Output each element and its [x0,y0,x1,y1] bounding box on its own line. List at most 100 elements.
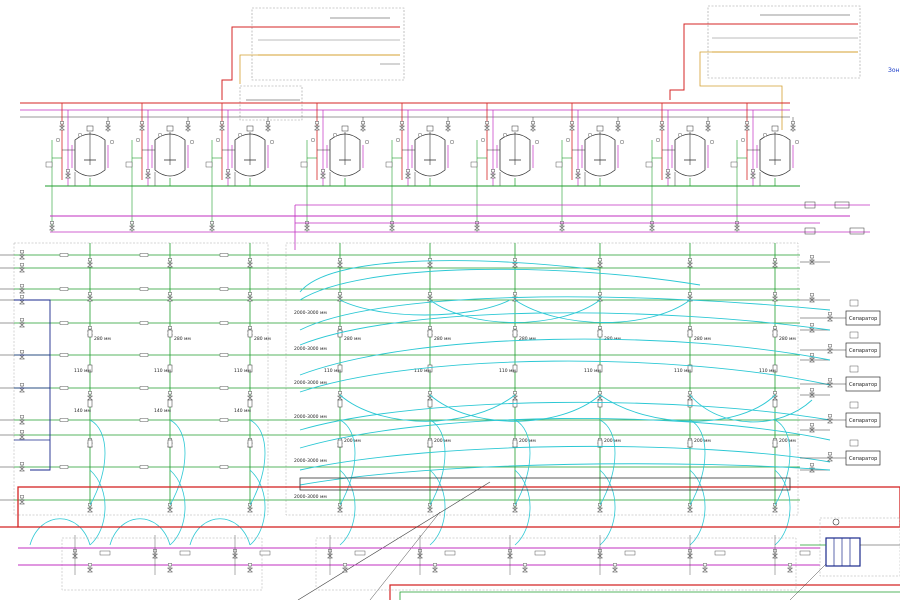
reactor-tank [45,103,114,232]
separator-valve-icon [826,312,834,322]
motor-icon [341,125,349,132]
flex-hose [339,394,516,422]
flex-hose [339,419,356,506]
sight-glass-icon [427,364,433,373]
valve-icon [404,169,412,179]
column-valve-icon [86,258,94,268]
flex-hose [299,260,601,293]
distribution-matrix: 280 мм 110 мм 140 мм 280 мм 110 мм 140 мм 280 … [0,243,830,513]
manifold-valve-icon [86,563,94,573]
diag-line-1 [297,481,491,601]
separator-unit: Сепаратор [800,299,881,326]
pipe-length-label: 280 мм [344,336,361,342]
sight-glass-icon [247,329,253,338]
valve-icon [614,121,622,131]
sight-glass-icon [687,399,693,408]
sight-glass-icon [597,399,603,408]
flex-hose [514,299,691,323]
separator-inlet [849,365,859,373]
pipe-length-label: 280 мм [694,336,711,342]
separator-valve-icon [826,344,834,354]
valve-icon [749,169,757,179]
valve-icon [218,121,226,131]
pump-icon [125,161,133,168]
gauge-icon [365,139,370,144]
reactor-tank [125,103,194,232]
inlet-valve-icon [18,318,26,328]
pipe-length-label: 280 мм [174,336,191,342]
pump-icon [645,161,653,168]
inlet-valve-icon [18,495,26,505]
separator-valve-icon [826,452,834,462]
sight-glass-icon [337,399,343,408]
flex-hose [89,419,106,506]
red-loop-bottom [389,584,900,600]
flex-hose [429,394,601,422]
sight-glass-icon [772,399,778,408]
pipe-length-label: 200 мм [604,438,621,444]
separator-unit: Сепаратор [800,365,881,392]
pipe-length-label: 280 мм [434,336,451,342]
gauge-icon [656,137,661,142]
gauge-icon [77,132,82,137]
column-valve-icon [426,258,434,268]
valve-icon [733,221,741,231]
column-valve-icon [511,391,519,401]
pipe-length-label: 110 мм [674,368,691,374]
pipe-length-label: 110 мм [584,368,601,374]
motor-icon [246,125,254,132]
manifold-valve-icon [701,563,709,573]
diag-line-2 [369,511,441,601]
pipe-length-label: 200 мм [779,438,796,444]
bottom-manifold-right [315,537,797,591]
flexible-hoses [29,260,831,546]
pipe-length-label: 140 мм [234,408,251,414]
pipe-length-label: 110 мм [234,368,251,374]
valve-icon [568,121,576,131]
valve-icon [264,121,272,131]
valve-icon [48,221,56,231]
flex-hose [339,299,511,316]
heat-exchanger [825,518,861,567]
column-valve-icon [336,292,344,302]
flex-hose [169,469,186,546]
flex-hose [249,469,266,546]
gauge-icon [189,139,194,144]
navy-instrument-line [14,299,51,471]
valve-icon [483,121,491,131]
sight-glass-icon [167,329,173,338]
column-valve-icon [246,292,254,302]
separator-label: Сепаратор [849,456,877,462]
valve-icon [398,121,406,131]
separator-unit: Сепаратор [800,401,881,428]
valve-icon [128,221,136,231]
gauge-icon [333,132,338,137]
gauge-icon [56,137,61,142]
flex-hose [249,419,266,506]
pipe-length-label: 200 мм [519,438,536,444]
flex-hose [429,299,601,323]
diag-line-3 [789,559,831,601]
black-header-box [299,477,791,491]
matrix-zone-right [285,242,799,516]
gauge-icon [620,139,625,144]
pipe-length-label: 140 мм [74,408,91,414]
flex-hose [299,417,831,449]
sight-glass-icon [597,439,603,448]
top-supply-skid-left [251,7,405,81]
gauge-icon [535,139,540,144]
sight-glass-icon [597,364,603,373]
flex-hose [299,401,831,431]
valve-icon [664,169,672,179]
sight-glass-icon [772,329,778,338]
riser-right-orange [699,51,783,130]
flex-hose [29,518,91,546]
pipe-length-label: 110 мм [499,368,516,374]
separator-inlet [849,331,859,339]
gauge-icon [450,139,455,144]
flex-hose [689,394,813,423]
inlet-valve-icon [18,430,26,440]
flex-hose [299,463,831,486]
flex-hose [189,518,251,546]
